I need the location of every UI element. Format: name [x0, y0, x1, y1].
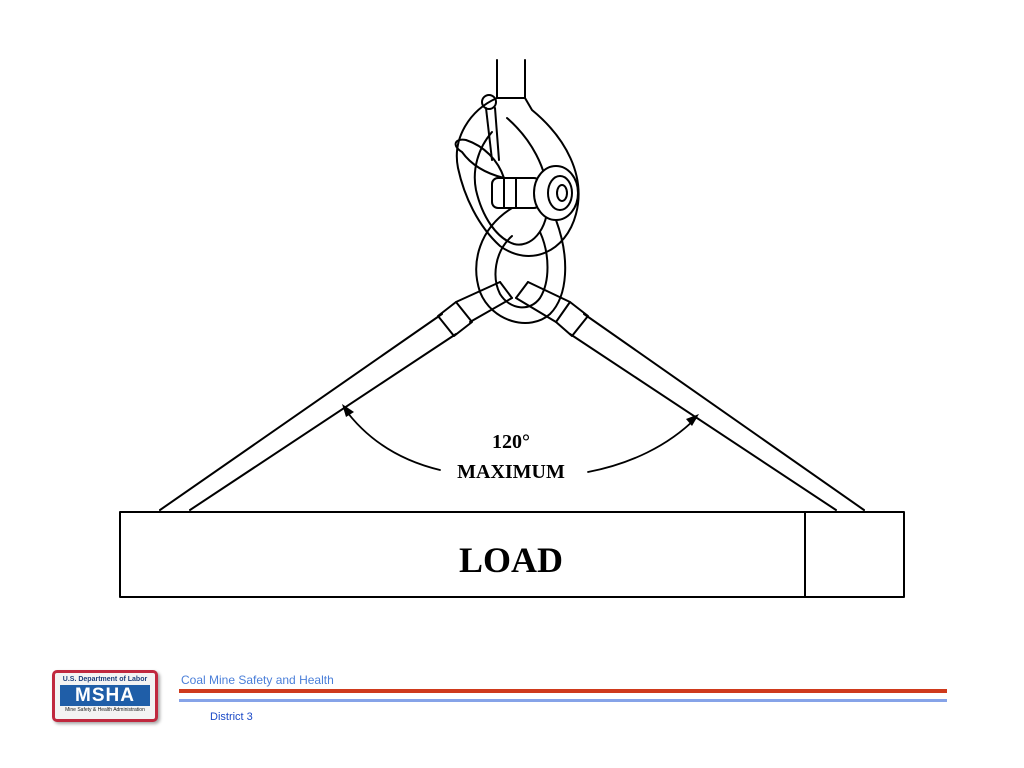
hook-latch — [481, 94, 500, 161]
right-sling — [515, 281, 865, 511]
shackle-pin — [491, 165, 579, 221]
hook-tip — [454, 138, 505, 179]
logo-department-text: U.S. Department of Labor — [62, 676, 148, 683]
msha-logo: U.S. Department of Labor MSHA Mine Safet… — [52, 670, 158, 722]
angle-caption: MAXIMUM — [457, 461, 565, 483]
angle-arc — [343, 407, 697, 473]
angle-value: 120° — [492, 431, 530, 453]
angle-arrow-right — [686, 414, 699, 426]
footer-title: Coal Mine Safety and Health — [181, 673, 334, 687]
logo-agency-text: Mine Safety & Health Administration — [65, 707, 145, 713]
load-box — [119, 511, 905, 598]
shackle-bow — [475, 207, 567, 324]
load-label: LOAD — [459, 540, 563, 580]
angle-arrow-left — [342, 404, 354, 417]
footer-divider-blue — [179, 699, 947, 702]
footer-divider-red — [179, 689, 947, 693]
hook-shank — [496, 59, 526, 99]
left-sling — [159, 281, 513, 511]
footer-district: District 3 — [210, 711, 253, 723]
logo-msha-text: MSHA — [60, 685, 150, 706]
